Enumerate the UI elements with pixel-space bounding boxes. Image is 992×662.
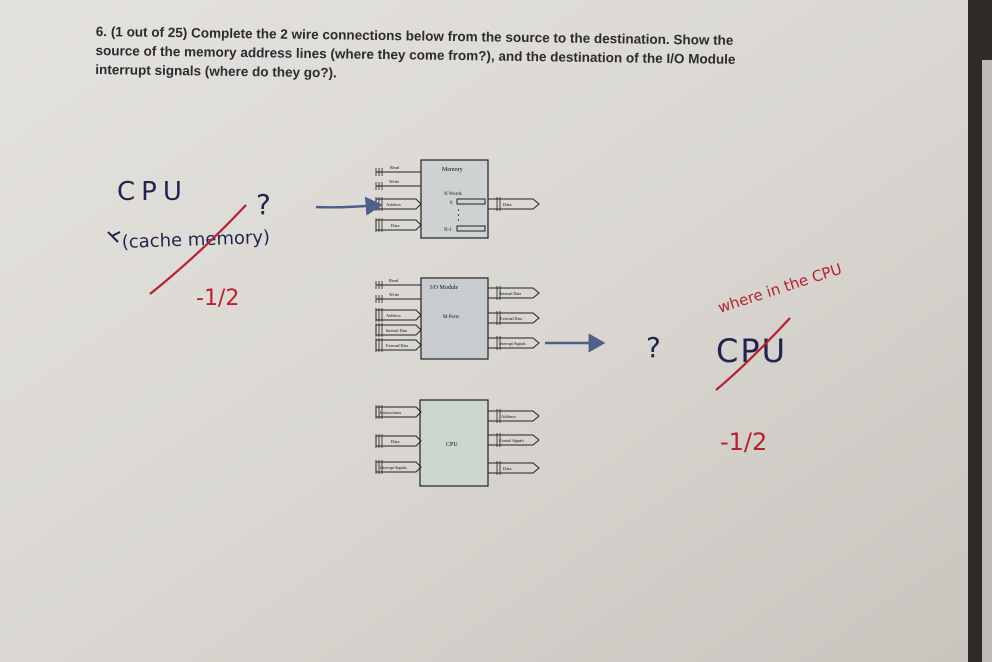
io-input-write: Write	[375, 292, 421, 303]
handwritten-cache-memory: (cache memory)	[121, 227, 270, 253]
cpu-input-instructions-label: Instructions	[380, 410, 401, 415]
memory-title: Memory	[442, 167, 463, 173]
io-input-read: Read	[375, 278, 421, 289]
question-text: 6. (1 out of 25) Complete the 2 wire con…	[95, 22, 826, 89]
memory-input-address-label: Address	[386, 202, 401, 207]
memory-input-write-label: Write	[389, 179, 399, 184]
adjacent-paper-edge	[982, 60, 992, 662]
io-input-write-label: Write	[389, 292, 399, 297]
io-input-internal-data-label: Internal Data	[386, 328, 407, 333]
handwritten-question-mark-2: ?	[646, 331, 661, 364]
io-input-address: Address	[375, 308, 422, 322]
cpu-box	[419, 399, 489, 487]
io-ports-label: M Ports	[443, 315, 459, 320]
memory-first-index: 0	[450, 201, 453, 206]
cpu-input-data-label: Data	[391, 439, 400, 444]
cpu-output-data-label: Data	[503, 466, 512, 471]
io-output-interrupt-signals-label: Interrupt Signals	[499, 341, 526, 346]
memory-output-data-label: Data	[503, 202, 512, 207]
io-module: I/O Module M Ports Read Write Address In…	[375, 277, 540, 360]
memory-input-read-label: Read	[390, 165, 400, 170]
io-output-external-data-label: External Data	[500, 316, 522, 321]
handwritten-question-mark-1: ?	[256, 188, 271, 221]
grading-score-1: -1/2	[196, 286, 239, 311]
io-title: I/O Module	[430, 285, 459, 291]
cpu-output-control-signals: Control Signals	[487, 433, 540, 447]
red-strike-through-2	[715, 317, 791, 391]
memory-word-row	[456, 198, 486, 205]
memory-input-data: Data	[375, 218, 422, 232]
cpu-input-interrupt-signals-label: Interrupt Signals	[380, 465, 407, 470]
io-box	[420, 277, 489, 360]
io-input-address-label: Address	[386, 313, 401, 318]
cpu-output-address: Address	[487, 409, 540, 423]
cpu-output-address-label: Address	[501, 414, 516, 419]
memory-input-write: Write	[375, 179, 421, 190]
cpu-input-data: Data	[375, 434, 422, 448]
scribbled-mark	[107, 231, 121, 243]
cpu-output-control-signals-label: Control Signals	[499, 438, 524, 443]
handwritten-cpu: CPU	[117, 177, 188, 207]
memory-words-label: N Words	[444, 192, 462, 197]
io-output-internal-data-label: Internal Data	[500, 291, 521, 296]
handwritten-answer-memory-source: CPU ? (cache memory) -1/2	[107, 177, 271, 311]
memory-output-data: Data	[487, 197, 540, 211]
memory-ellipsis-dots	[458, 209, 459, 221]
memory-input-data-label: Data	[391, 223, 400, 228]
io-input-external-data-label: External Data	[386, 343, 408, 348]
memory-last-index: N-1	[444, 228, 452, 233]
io-input-internal-data: Internal Data	[375, 323, 422, 337]
hand-arrow-to-memory-address	[315, 196, 383, 216]
cpu-output-data: Data	[487, 461, 540, 475]
io-output-external-data: External Data	[487, 311, 540, 325]
cpu-input-instructions: Instructions	[375, 405, 422, 419]
handwritten-cpu-2: CPU	[716, 332, 787, 370]
cpu-title: CPU	[446, 442, 458, 448]
memory-input-read: Read	[375, 165, 421, 176]
cpu-module: CPU Instructions Data Interrupt Signals …	[375, 399, 540, 487]
grading-score-2: -1/2	[720, 428, 767, 456]
io-input-external-data: External Data	[375, 338, 422, 352]
memory-word-row	[456, 225, 486, 232]
memory-module: Memory N Words 0 N-1 Read Write Address	[375, 159, 540, 239]
io-input-read-label: Read	[389, 278, 399, 283]
io-output-interrupt-signals: Interrupt Signals	[487, 336, 540, 350]
io-output-internal-data: Internal Data	[487, 286, 540, 300]
cpu-input-interrupt-signals: Interrupt Signals	[375, 460, 422, 474]
red-strike-through-1	[149, 204, 247, 295]
